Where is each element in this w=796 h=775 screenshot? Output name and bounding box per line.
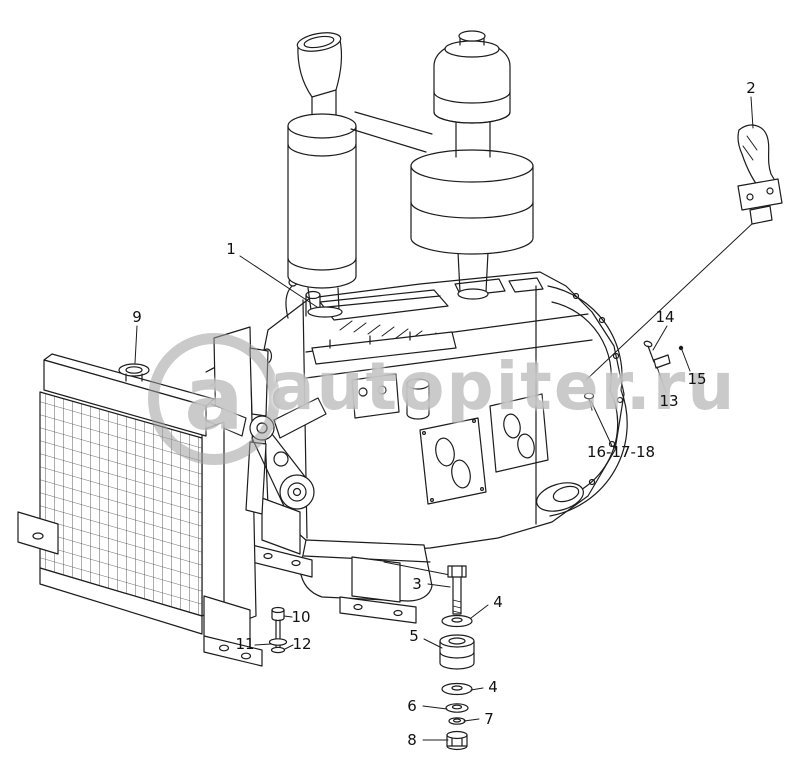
injection-pump [351,373,400,419]
mount-bolt [447,565,467,578]
flat-washer-upper [441,614,473,628]
exhaust-manifold [311,331,457,365]
lever-bracket [737,178,783,211]
crank-pulley [279,474,315,510]
air-cleaner-cap [458,30,486,42]
housing-bolt-group [583,392,595,411]
muffler-body [287,125,357,289]
radiator-bolt-head [271,606,285,614]
flat-washer-lower [441,682,473,696]
leader-lines [134,96,754,741]
washer-small [445,703,469,713]
rear-engine-mount [351,556,401,603]
radiator-bottom-tank [39,567,203,635]
cable-clamp-parts [643,340,684,369]
radiator-flat-washer [270,646,286,654]
air-cleaner [410,30,534,255]
exhaust-muffler [287,32,433,289]
radiator-side-face [201,421,225,617]
radiator-cap [118,363,150,377]
mount-hardware-stack [439,565,475,751]
dipstick [285,285,293,319]
clamp-nut [678,345,684,351]
radiator-bolt-stack [268,606,288,654]
front-engine-mount [261,497,301,555]
radiator-lock-washer [268,638,288,646]
starter-motor [536,482,584,512]
fan-blade [245,441,267,515]
air-cleaner-lower-body [410,165,534,255]
muffler-inlet-pipe [350,111,433,153]
fan-hub [249,415,275,441]
flywheel-housing [547,285,628,517]
clamp-screw [643,340,653,348]
idler-pulley [273,451,289,467]
cable-clamp [653,354,671,369]
radiator [17,353,263,667]
engine-assembly [205,251,628,624]
throttle-cable [585,221,755,381]
fan-blade [249,347,269,417]
rubber-mount [439,640,475,670]
fuel-filter [406,378,430,390]
throttle-lever [585,124,783,381]
